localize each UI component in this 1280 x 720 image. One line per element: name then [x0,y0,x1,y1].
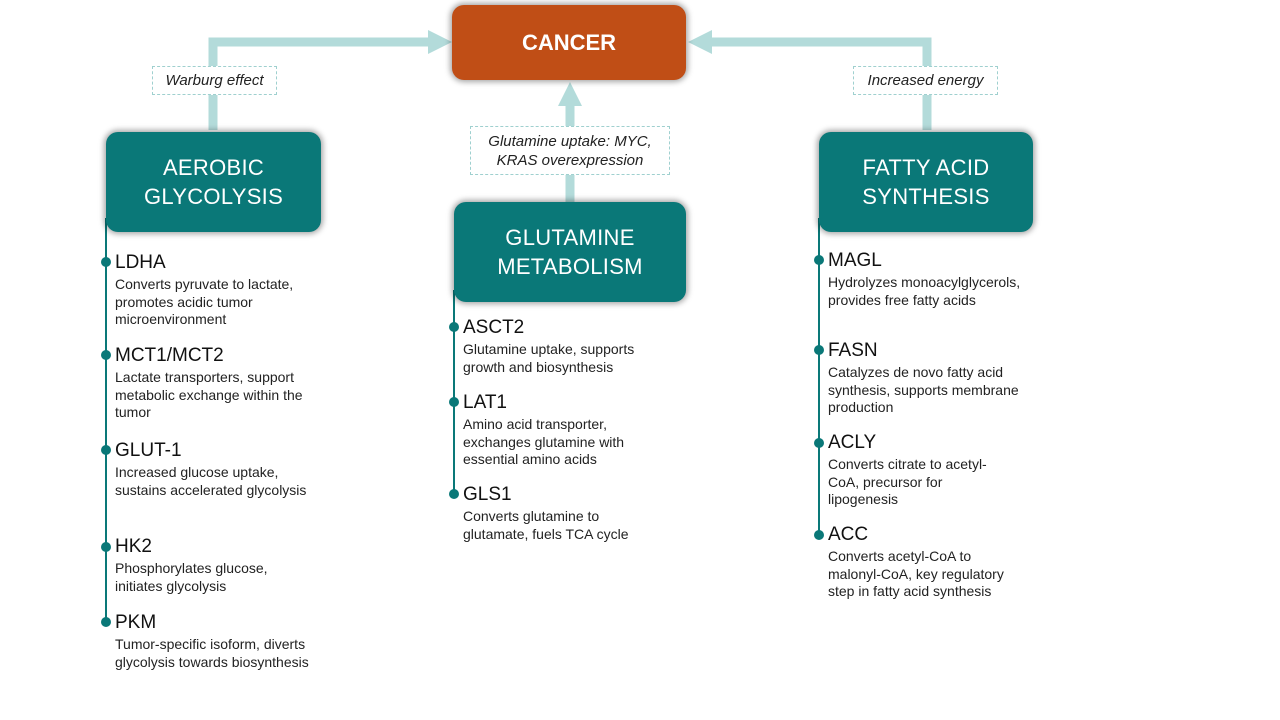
warburg-arrowhead [428,30,452,54]
warburg-label: Warburg effect [152,66,277,95]
dot [101,350,111,360]
item-desc: Converts acetyl-CoA to malonyl-CoA, key … [828,548,1004,599]
glutamine-line2: METABOLISM [497,254,643,279]
item-desc: Converts citrate to acetyl-CoA, precurso… [828,456,987,507]
fatty-dots [814,255,824,540]
aerobic-line2: GLYCOLYSIS [143,184,284,209]
item-desc: Converts glutamine to glutamate, fuels T… [463,508,629,542]
list-item: GLUT-1 Increased glucose uptake, sustain… [115,440,315,499]
item-desc: Increased glucose uptake, sustains accel… [115,464,307,498]
cancer-box: CANCER [452,5,686,80]
aerobic-line1: AEROBIC [162,155,265,180]
list-item: ACC Converts acetyl-CoA to malonyl-CoA, … [828,524,1023,601]
fatty-acid-synthesis-box: FATTY ACID SYNTHESIS [819,132,1033,232]
fatty-line2: SYNTHESIS [862,184,990,209]
item-name: LDHA [115,252,166,273]
dot [101,257,111,267]
item-name: LAT1 [463,392,508,413]
item-name: ACC [828,524,869,545]
warburg-arrow [208,37,432,130]
dot [814,255,824,265]
item-desc: Converts pyruvate to lactate, promotes a… [115,276,294,327]
item-desc: Lactate transporters, support metabolic … [115,369,303,420]
energy-label: Increased energy [853,66,998,95]
glutamine-uptake-label: Glutamine uptake: MYC, KRAS overexpressi… [470,126,670,175]
dot [814,530,824,540]
item-desc: Glutamine uptake, supports growth and bi… [463,341,635,375]
item-desc: Tumor-specific isoform, diverts glycolys… [115,636,309,670]
item-desc: Phosphorylates glucose, initiates glycol… [115,560,268,594]
item-name: HK2 [115,536,152,557]
list-item: LAT1 Amino acid transporter, exchanges g… [463,392,658,469]
aerobic-dots [101,257,111,627]
dot [449,322,459,332]
item-desc: Hydrolyzes monoacylglycerols, provides f… [828,274,1021,308]
item-name: PKM [115,612,157,633]
item-name: MCT1/MCT2 [115,345,224,366]
list-item: FASN Catalyzes de novo fatty acid synthe… [828,340,1028,417]
item-name: GLUT-1 [115,440,182,461]
fatty-line1: FATTY ACID [862,155,990,180]
list-item: ASCT2 Glutamine uptake, supports growth … [463,317,658,376]
list-item: PKM Tumor-specific isoform, diverts glyc… [115,612,315,671]
list-item: HK2 Phosphorylates glucose, initiates gl… [115,536,315,595]
item-name: ASCT2 [463,317,525,338]
list-item: LDHA Converts pyruvate to lactate, promo… [115,252,315,329]
list-item: MCT1/MCT2 Lactate transporters, support … [115,345,315,422]
list-item: ACLY Converts citrate to acetyl-CoA, pre… [828,432,1008,509]
dot [101,542,111,552]
list-item: GLS1 Converts glutamine to glutamate, fu… [463,484,658,543]
aerobic-glycolysis-box: AEROBIC GLYCOLYSIS [106,132,321,232]
dot [814,345,824,355]
energy-arrow [708,37,932,130]
item-name: GLS1 [463,484,512,505]
glutamine-line1: GLUTAMINE [505,225,635,250]
glutamine-dots [449,322,459,499]
dot [449,489,459,499]
item-desc: Catalyzes de novo fatty acid synthesis, … [828,364,1019,415]
glutamine-metabolism-box: GLUTAMINE METABOLISM [454,202,686,302]
item-name: FASN [828,340,878,361]
list-item: MAGL Hydrolyzes monoacylglycerols, provi… [828,250,1023,309]
glutamine-arrowhead [558,82,582,106]
dot [449,397,459,407]
dot [101,445,111,455]
item-desc: Amino acid transporter, exchanges glutam… [463,416,625,467]
item-name: ACLY [828,432,877,453]
item-name: MAGL [828,250,882,271]
energy-arrowhead [688,30,712,54]
dot [101,617,111,627]
dot [814,438,824,448]
